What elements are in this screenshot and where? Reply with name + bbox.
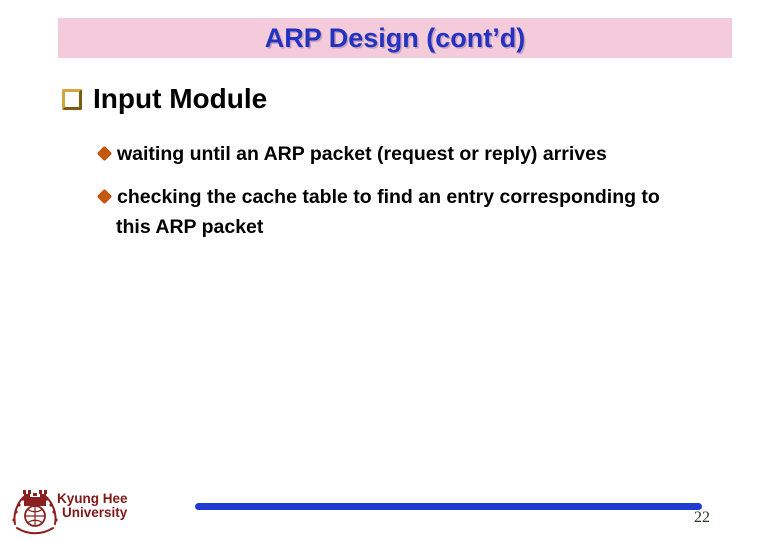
square-bullet-icon xyxy=(62,89,82,110)
footer-divider-line xyxy=(195,503,702,510)
bullet-list: waiting until an ARP packet (request or … xyxy=(0,139,660,255)
list-item: checking the cache table to find an entr… xyxy=(0,182,660,242)
diamond-bullet-icon xyxy=(96,145,113,162)
organization-name-line1: Kyung Hee xyxy=(57,491,128,506)
bullet-text: waiting until an ARP packet (request or … xyxy=(117,143,607,165)
bullet-text: checking the cache table to find an entr… xyxy=(116,186,660,238)
slide-title: ARP Design (cont’d) xyxy=(264,22,526,53)
slide-title-bar: ARP Design (cont’d) xyxy=(58,18,732,58)
diamond-bullet-icon xyxy=(96,188,113,205)
organization-name: Kyung Hee University xyxy=(57,492,128,520)
section-heading-label: Input Module xyxy=(93,83,268,114)
page-number: 22 xyxy=(694,509,710,526)
section-heading: Input Module xyxy=(62,84,267,114)
organization-name-line2: University xyxy=(62,505,128,520)
university-crest-logo xyxy=(12,490,58,535)
list-item: waiting until an ARP packet (request or … xyxy=(0,139,660,169)
